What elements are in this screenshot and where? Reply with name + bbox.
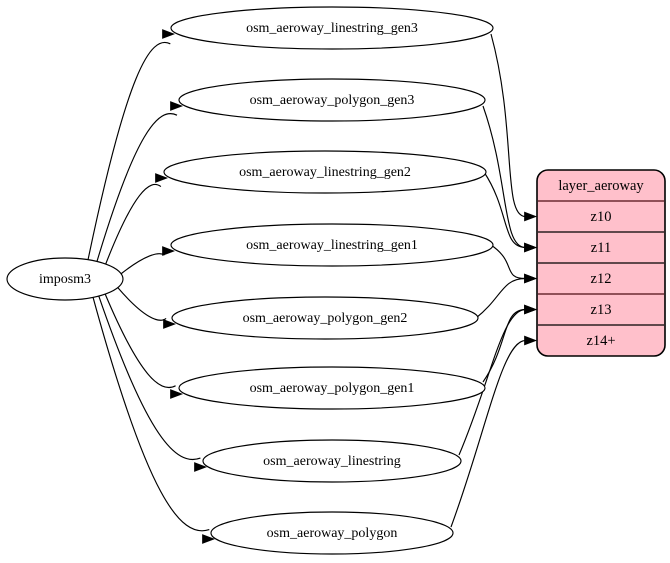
node-label: imposm3: [39, 272, 91, 287]
node-label: osm_aeroway_linestring_gen1: [246, 238, 418, 253]
edge-imposm3-to-osm_aeroway_linestring_gen2: [105, 173, 168, 265]
edge-line: [98, 295, 201, 460]
table-node-layer: layer_aeroway z10 z11 z12 z13 z14+: [536, 169, 666, 357]
edge-osm_aeroway_polygon-to-row-z14+: [450, 335, 537, 528]
table-row-label: z12: [591, 271, 612, 287]
table-row-z11[interactable]: z11: [591, 240, 611, 256]
edge-arrowhead: [162, 29, 175, 39]
edge-osm_aeroway_polygon_gen3-to-row-z11: [482, 105, 537, 253]
edge-arrowhead: [155, 173, 168, 183]
table-row-z12[interactable]: z12: [591, 271, 612, 287]
edge-osm_aeroway_polygon_gen2-to-row-z12: [475, 273, 537, 319]
node-osm_aeroway_linestring_gen2[interactable]: osm_aeroway_linestring_gen2: [163, 150, 487, 194]
node-label: osm_aeroway_polygon: [267, 526, 398, 541]
edge-line: [117, 287, 167, 321]
node-shape: [170, 223, 494, 267]
node-shape: [163, 150, 487, 194]
edge-imposm3-to-osm_aeroway_polygon_gen2: [117, 287, 176, 329]
edge-line: [490, 244, 526, 280]
node-shape: [202, 439, 462, 483]
edge-line: [105, 183, 162, 265]
edge-line: [96, 113, 178, 262]
table-row-label: z10: [591, 209, 612, 225]
node-osm_aeroway_polygon_gen2[interactable]: osm_aeroway_polygon_gen2: [171, 296, 479, 340]
node-osm_aeroway_polygon_gen3[interactable]: osm_aeroway_polygon_gen3: [178, 78, 486, 122]
node-shape: [178, 78, 486, 122]
edge-osm_aeroway_linestring_gen2-to-row-z11: [483, 171, 537, 253]
node-osm_aeroway_linestring_gen1[interactable]: osm_aeroway_linestring_gen1: [170, 223, 494, 267]
node-label: osm_aeroway_linestring_gen2: [239, 165, 411, 180]
table-row-label: z13: [591, 302, 612, 318]
node-label: osm_aeroway_polygon_gen2: [243, 311, 408, 326]
node-shape: [210, 511, 454, 555]
node-shape: [6, 257, 124, 301]
node-label: osm_aeroway_linestring_gen3: [246, 21, 418, 36]
node-osm_aeroway_linestring[interactable]: osm_aeroway_linestring: [202, 439, 462, 483]
table-header-label: layer_aeroway: [558, 178, 644, 194]
edge-line: [120, 253, 165, 275]
edge-line: [475, 277, 526, 319]
node-osm_aeroway_polygon[interactable]: osm_aeroway_polygon: [210, 511, 454, 555]
edge-arrowhead: [162, 246, 175, 256]
edge-arrowhead: [170, 389, 183, 399]
edge-arrowhead: [202, 534, 215, 544]
node-shape: [178, 366, 486, 410]
node-label: osm_aeroway_polygon_gen3: [250, 93, 415, 108]
edge-arrowhead: [524, 273, 537, 284]
edge-imposm3-to-osm_aeroway_linestring_gen1: [120, 246, 175, 275]
node-label: osm_aeroway_polygon_gen1: [250, 381, 415, 396]
node-osm_aeroway_polygon_gen1[interactable]: osm_aeroway_polygon_gen1: [178, 366, 486, 410]
node-osm_aeroway_linestring_gen3[interactable]: osm_aeroway_linestring_gen3: [170, 6, 494, 50]
edge-line: [490, 33, 526, 218]
table-row-label: z14+: [586, 333, 615, 349]
edge-line: [87, 42, 171, 261]
table-row-z13[interactable]: z13: [591, 302, 612, 318]
edge-line: [458, 308, 526, 456]
edge-imposm3-to-osm_aeroway_polygon_gen3: [96, 101, 183, 262]
edge-line: [483, 171, 526, 249]
edge-arrowhead: [524, 304, 537, 315]
edge-line: [104, 293, 176, 389]
edge-arrowhead: [163, 319, 176, 329]
edge-imposm3-to-osm_aeroway_linestring: [98, 295, 207, 472]
edge-imposm3-to-osm_aeroway_polygon_gen1: [104, 293, 183, 399]
edge-imposm3-to-osm_aeroway_polygon: [92, 297, 215, 544]
node-label: osm_aeroway_linestring: [263, 454, 401, 469]
edge-line: [450, 339, 526, 528]
edge-arrowhead: [524, 211, 537, 222]
edge-line: [92, 297, 210, 532]
node-imposm3[interactable]: imposm3: [6, 257, 124, 301]
node-layer_aeroway[interactable]: layer_aeroway z10 z11 z12 z13 z14+: [536, 169, 666, 357]
edge-line: [482, 105, 526, 249]
table-row-z14+[interactable]: z14+: [586, 333, 615, 349]
node-shape: [171, 296, 479, 340]
edge-arrowhead: [524, 242, 537, 253]
edge-imposm3-to-osm_aeroway_linestring_gen3: [87, 29, 175, 261]
edge-arrowhead: [170, 101, 183, 111]
edge-osm_aeroway_linestring_gen3-to-row-z10: [490, 33, 537, 222]
edge-arrowhead: [524, 335, 537, 346]
edge-osm_aeroway_linestring-to-row-z13: [458, 304, 537, 456]
nodes-layer: imposm3 osm_aeroway_linestring_gen3 osm_ae…: [6, 6, 494, 555]
table-row-label: z11: [591, 240, 611, 256]
table-row-z10[interactable]: z10: [591, 209, 612, 225]
node-shape: [170, 6, 494, 50]
edge-arrowhead: [194, 462, 207, 472]
edges-layer: [87, 29, 537, 544]
